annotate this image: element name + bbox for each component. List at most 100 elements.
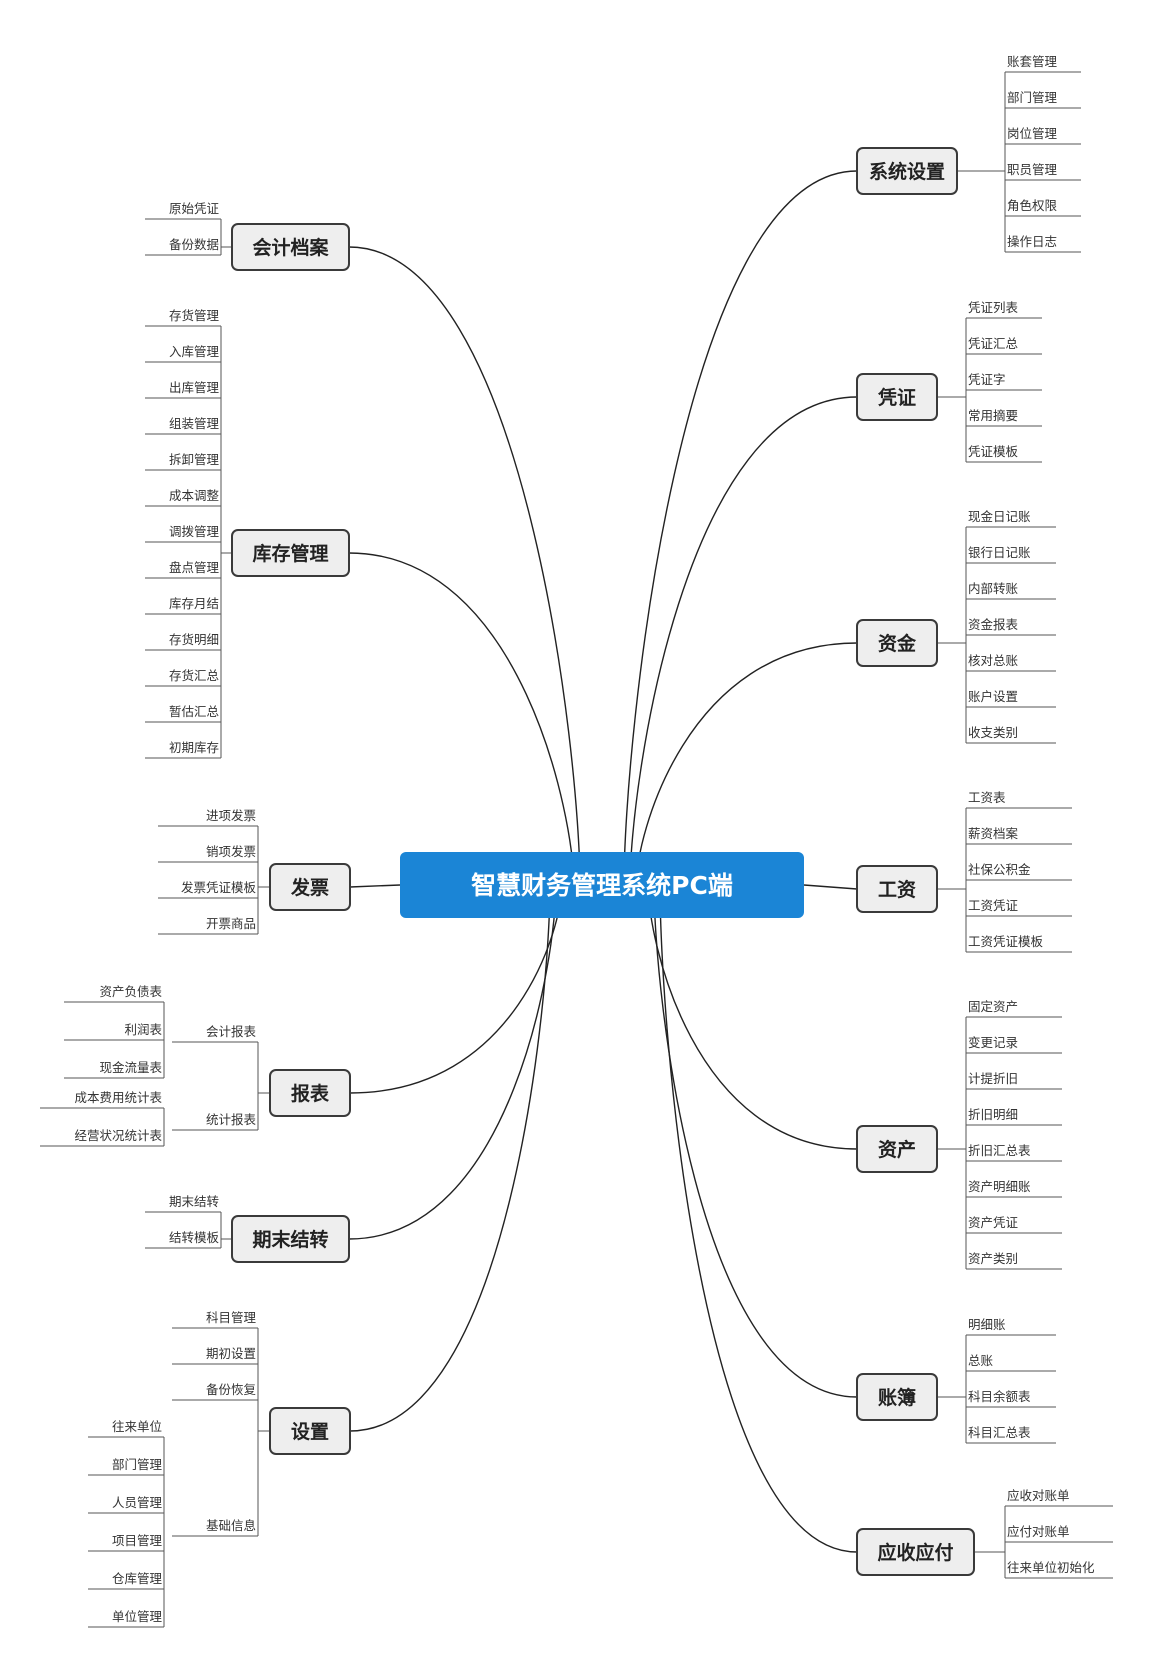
leaf-kucun-6[interactable]: 调拨管理 — [169, 524, 220, 539]
leaf-gongzi-2-label: 社保公积金 — [968, 862, 1031, 877]
mid-baobiao-1[interactable]: 统计报表 — [206, 1112, 257, 1127]
leaf-pingzheng-1[interactable]: 凭证汇总 — [968, 336, 1018, 351]
leaf-zichan-5[interactable]: 资产明细账 — [968, 1179, 1031, 1194]
leaf-fapiao-1[interactable]: 销项发票 — [206, 844, 256, 859]
leaf-yingshou-0[interactable]: 应收对账单 — [1007, 1488, 1070, 1503]
leaf-gongzi-4-label: 工资凭证模板 — [968, 934, 1044, 949]
leaf-xitong-1[interactable]: 部门管理 — [1007, 90, 1058, 105]
leaf-xitong-2[interactable]: 岗位管理 — [1007, 126, 1058, 141]
leaf-fapiao-2[interactable]: 发票凭证模板 — [181, 880, 257, 895]
leaf-zichan-3[interactable]: 折旧明细 — [968, 1107, 1018, 1122]
mid-shezhi-2[interactable]: 备份恢复 — [206, 1382, 257, 1397]
leaf-zichan-2[interactable]: 计提折旧 — [968, 1071, 1018, 1086]
leaf-baobiao-0-0[interactable]: 资产负债表 — [99, 984, 162, 999]
leaf-zijin-6[interactable]: 收支类别 — [968, 725, 1018, 740]
leaf-baobiao-0-2-label: 现金流量表 — [99, 1060, 162, 1075]
leaf-zijin-2[interactable]: 内部转账 — [968, 581, 1019, 596]
leaf-zhangbu-3[interactable]: 科目汇总表 — [968, 1425, 1031, 1440]
leaf-baobiao-0-0-label: 资产负债表 — [99, 984, 162, 999]
branch-node-xitong[interactable]: 系统设置 — [856, 147, 958, 195]
leaf-zichan-4[interactable]: 折旧汇总表 — [968, 1143, 1031, 1158]
branch-node-kucun[interactable]: 库存管理 — [231, 529, 350, 577]
leaf-zijin-1[interactable]: 银行日记账 — [968, 545, 1031, 560]
leaf-baobiao-0-2[interactable]: 现金流量表 — [99, 1060, 162, 1075]
leaf-kucun-3[interactable]: 组装管理 — [169, 416, 220, 431]
mid-shezhi-3[interactable]: 基础信息 — [206, 1518, 256, 1533]
leaf-kucun-5[interactable]: 成本调整 — [169, 488, 220, 503]
mid-shezhi-0[interactable]: 科目管理 — [206, 1310, 257, 1325]
leaf-kucun-8[interactable]: 库存月结 — [169, 596, 219, 611]
leaf-xitong-4[interactable]: 角色权限 — [1007, 198, 1058, 213]
leaf-shezhi-3-0[interactable]: 往来单位 — [112, 1419, 162, 1434]
leaf-kucun-9[interactable]: 存货明细 — [169, 632, 219, 647]
leaf-shezhi-3-1[interactable]: 部门管理 — [112, 1457, 163, 1472]
leaf-kuaiji-1[interactable]: 备份数据 — [169, 237, 219, 252]
leaf-xitong-3[interactable]: 职员管理 — [1007, 162, 1058, 177]
leaf-gongzi-4[interactable]: 工资凭证模板 — [968, 934, 1044, 949]
leaf-qimo-1[interactable]: 结转模板 — [169, 1230, 220, 1245]
mid-baobiao-0[interactable]: 会计报表 — [206, 1024, 257, 1039]
leaf-zijin-0[interactable]: 现金日记账 — [968, 509, 1031, 524]
leaf-pingzheng-4[interactable]: 凭证模板 — [968, 444, 1019, 459]
leaf-baobiao-1-0[interactable]: 成本费用统计表 — [74, 1090, 162, 1105]
branch-node-zichan[interactable]: 资产 — [856, 1125, 938, 1173]
leaf-pingzheng-3[interactable]: 常用摘要 — [968, 408, 1018, 423]
leaf-pingzheng-0[interactable]: 凭证列表 — [968, 300, 1019, 315]
leaf-xitong-5[interactable]: 操作日志 — [1007, 234, 1057, 249]
mid-baobiao-0-label: 会计报表 — [206, 1024, 257, 1039]
leaf-gongzi-2[interactable]: 社保公积金 — [968, 862, 1031, 877]
leaf-shezhi-3-3[interactable]: 项目管理 — [112, 1533, 163, 1548]
branch-node-shezhi[interactable]: 设置 — [269, 1407, 351, 1455]
leaf-yingshou-1[interactable]: 应付对账单 — [1007, 1524, 1070, 1539]
branch-node-baobiao[interactable]: 报表 — [269, 1069, 351, 1117]
leaf-zichan-7[interactable]: 资产类别 — [968, 1251, 1018, 1266]
leaf-kucun-10[interactable]: 存货汇总 — [169, 668, 219, 683]
leaf-zichan-6[interactable]: 资产凭证 — [968, 1215, 1019, 1230]
leaf-zijin-6-label: 收支类别 — [968, 725, 1018, 740]
branch-node-zhangbu[interactable]: 账簿 — [856, 1373, 938, 1421]
leaf-kucun-2[interactable]: 出库管理 — [169, 380, 220, 395]
leaf-kucun-12[interactable]: 初期库存 — [169, 740, 219, 755]
leaf-gongzi-1[interactable]: 薪资档案 — [968, 826, 1019, 841]
leaf-fapiao-0[interactable]: 进项发票 — [206, 808, 256, 823]
leaf-zichan-0[interactable]: 固定资产 — [968, 999, 1018, 1014]
leaf-zichan-1[interactable]: 变更记录 — [968, 1035, 1018, 1050]
branch-node-kuaiji[interactable]: 会计档案 — [231, 223, 350, 271]
leaf-shezhi-3-5[interactable]: 单位管理 — [112, 1609, 163, 1624]
branch-node-yingshou[interactable]: 应收应付 — [856, 1528, 975, 1576]
leaf-zijin-4[interactable]: 核对总账 — [968, 653, 1019, 668]
leaf-zijin-3[interactable]: 资金报表 — [968, 617, 1019, 632]
leaf-shezhi-3-2[interactable]: 人员管理 — [112, 1495, 163, 1510]
leaf-kucun-4[interactable]: 拆卸管理 — [169, 452, 220, 467]
leaf-zhangbu-2[interactable]: 科目余额表 — [968, 1389, 1031, 1404]
branch-node-qimo[interactable]: 期末结转 — [231, 1215, 350, 1263]
leaf-baobiao-1-1[interactable]: 经营状况统计表 — [74, 1128, 162, 1143]
branch-node-gongzi[interactable]: 工资 — [856, 865, 938, 913]
leaf-gongzi-0[interactable]: 工资表 — [968, 790, 1006, 805]
leaf-kucun-7[interactable]: 盘点管理 — [169, 560, 220, 575]
leaf-gongzi-3[interactable]: 工资凭证 — [968, 898, 1019, 913]
leaf-pingzheng-2[interactable]: 凭证字 — [968, 372, 1006, 387]
leaf-yingshou-2[interactable]: 往来单位初始化 — [1007, 1560, 1095, 1575]
leaf-zhangbu-0[interactable]: 明细账 — [968, 1317, 1006, 1332]
leaf-xitong-0[interactable]: 账套管理 — [1007, 54, 1058, 69]
leaf-kuaiji-0[interactable]: 原始凭证 — [169, 201, 220, 216]
branch-node-pingzheng[interactable]: 凭证 — [856, 373, 938, 421]
mid-shezhi-1[interactable]: 期初设置 — [206, 1346, 256, 1361]
nodes: 智慧财务管理系统PC端系统设置账套管理部门管理岗位管理职员管理角色权限操作日志凭… — [74, 54, 1095, 1624]
leaf-xitong-4-label: 角色权限 — [1007, 198, 1058, 213]
leaf-kucun-2-label: 出库管理 — [169, 380, 220, 395]
leaf-baobiao-0-1[interactable]: 利润表 — [124, 1022, 162, 1037]
branch-node-fapiao[interactable]: 发票 — [269, 863, 351, 911]
leaf-qimo-0[interactable]: 期末结转 — [169, 1194, 219, 1209]
branch-node-box — [231, 1215, 350, 1263]
leaf-zijin-5[interactable]: 账户设置 — [968, 689, 1018, 704]
leaf-shezhi-3-4[interactable]: 仓库管理 — [112, 1571, 163, 1586]
branch-node-zijin[interactable]: 资金 — [856, 619, 938, 667]
leaf-kucun-11[interactable]: 暂估汇总 — [169, 704, 219, 719]
leaf-kucun-0[interactable]: 存货管理 — [169, 308, 220, 323]
root-node[interactable]: 智慧财务管理系统PC端 — [400, 852, 804, 918]
leaf-fapiao-3[interactable]: 开票商品 — [206, 916, 256, 931]
leaf-zhangbu-1[interactable]: 总账 — [968, 1353, 994, 1368]
leaf-kucun-1[interactable]: 入库管理 — [169, 344, 220, 359]
